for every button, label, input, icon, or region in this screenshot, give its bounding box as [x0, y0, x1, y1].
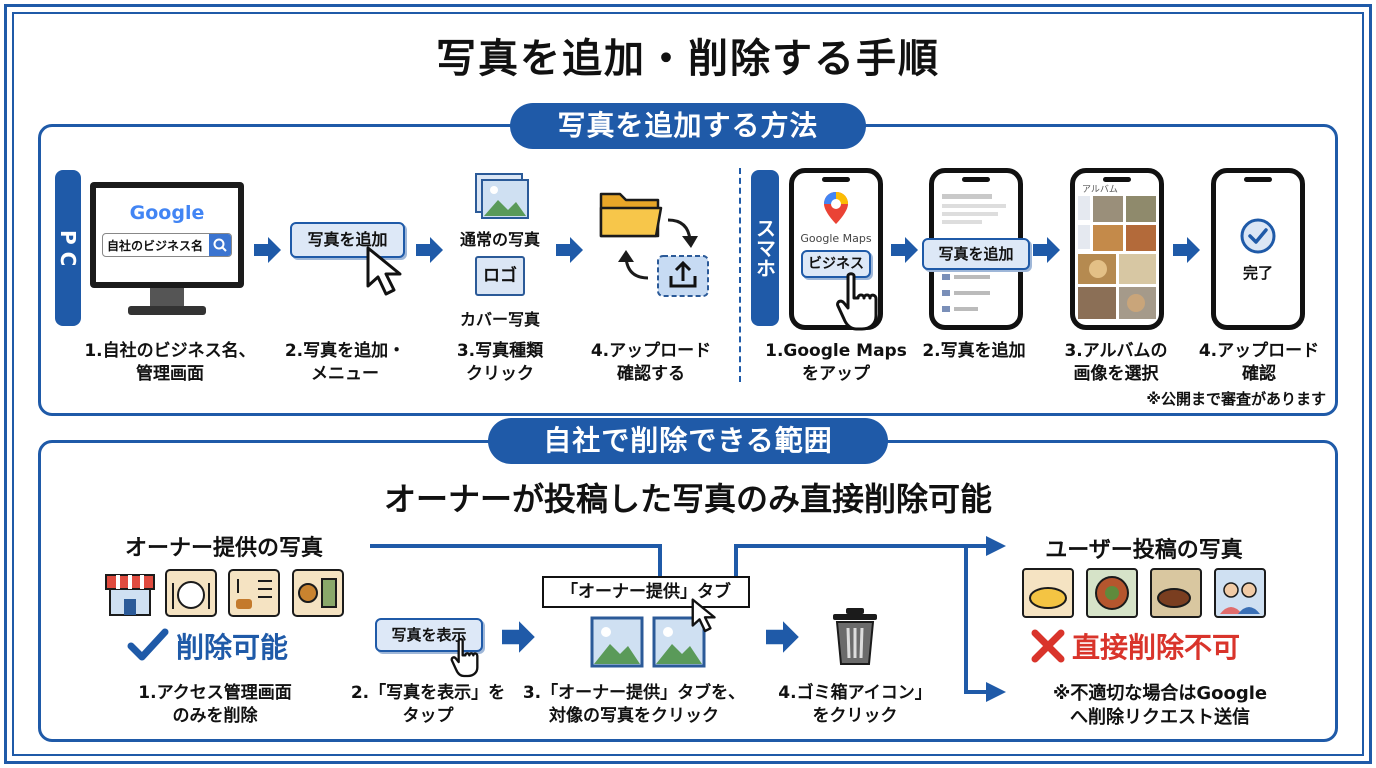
- hand-pointer-icon: [450, 638, 479, 678]
- logo-box[interactable]: ロゴ: [475, 256, 525, 296]
- photo-grid-icon[interactable]: [1078, 196, 1156, 322]
- store-icon: [105, 574, 155, 616]
- show-photo-button[interactable]: 写真を表示: [375, 618, 483, 652]
- delete-step-3: 3.「オーナー提供」タブを、 対像の写真をクリック: [522, 683, 746, 726]
- arrow-right-icon: [502, 621, 535, 653]
- add-section-label: 写真を追加する方法: [510, 103, 866, 149]
- upload-icon[interactable]: [656, 254, 710, 298]
- album-label: アルバム: [1082, 185, 1118, 195]
- arrow-right-icon: [556, 237, 583, 263]
- cursor-icon: [366, 246, 402, 296]
- cursor-icon: [691, 598, 716, 633]
- sp-step-2: 2.写真を追加: [922, 341, 1026, 361]
- arrow-right-icon: [254, 237, 281, 263]
- pc-tab: P C: [55, 170, 81, 326]
- search-text: 自社のビジネス名: [107, 239, 204, 253]
- business-search-box[interactable]: 自社のビジネス名: [102, 233, 232, 257]
- add-photo-button-mobile[interactable]: 写真を追加: [922, 238, 1030, 270]
- folder-icon: [599, 192, 663, 238]
- user-note: ※不適切な場合はGoogle へ削除リクエスト送信: [1052, 683, 1268, 728]
- user-status: 直接削除不可: [1072, 631, 1241, 664]
- delete-headline: オーナーが投稿した写真のみ直接削除可能: [383, 480, 992, 518]
- pc-step-1: 1.自社のビジネス名、 管理画面: [84, 341, 256, 384]
- hand-pointer-icon: [836, 272, 878, 331]
- omelette-photo-icon: [1022, 568, 1074, 618]
- sp-step-4: 4.アップロード 確認: [1198, 341, 1320, 384]
- check-circle-icon: [1240, 218, 1276, 254]
- inner-frame: [12, 12, 1364, 756]
- image-icon: [475, 173, 529, 219]
- review-note: ※公開まで審査があります: [1146, 390, 1326, 408]
- search-icon[interactable]: [209, 234, 231, 256]
- sp-step-1: 1.Google Maps をアップ: [765, 341, 907, 384]
- owner-status: 削除可能: [176, 631, 289, 664]
- bowl-photo-icon: [1086, 568, 1138, 618]
- maps-app-name: Google Maps: [800, 232, 872, 245]
- photo-type-cover[interactable]: カバー写真: [459, 310, 540, 329]
- trash-icon[interactable]: [830, 606, 880, 666]
- people-photo-icon: [1214, 568, 1266, 618]
- arrow-right-icon: [891, 237, 918, 263]
- curved-arrow-icon: [667, 218, 698, 248]
- pc-step-2: 2.写真を追加・ メニュー: [284, 341, 406, 384]
- image-icon[interactable]: [590, 616, 644, 668]
- smartphone-tab: スマホ: [751, 170, 779, 326]
- photo-type-logo: ロゴ: [483, 266, 517, 286]
- outer-frame: [4, 4, 1372, 764]
- delete-step-1: 1.アクセス管理画面 のみを削除: [138, 683, 292, 726]
- menu-icon: [228, 569, 280, 617]
- phone-complete: [1211, 168, 1305, 330]
- section-divider: [739, 168, 741, 382]
- done-label: 完了: [1242, 264, 1273, 282]
- photo-type-normal[interactable]: 通常の写真: [459, 230, 540, 249]
- owner-photos-title: オーナー提供の写真: [124, 536, 323, 561]
- steak-photo-icon: [1150, 568, 1202, 618]
- delete-section-label: 自社で削除できる範囲: [488, 418, 888, 464]
- dish-icon: [165, 569, 217, 617]
- delete-step-2: 2.「写真を表示」を タップ: [350, 683, 506, 726]
- curved-arrow-icon: [618, 250, 649, 280]
- sp-step-3: 3.アルバムの 画像を選択: [1064, 341, 1168, 384]
- pc-step-3: 3.写真種類 クリック: [456, 341, 544, 384]
- page-title: 写真を追加・削除する手順: [436, 36, 940, 82]
- arrow-right-icon: [1173, 237, 1200, 263]
- check-mark-icon: [127, 628, 169, 661]
- arrow-right-icon: [766, 621, 799, 653]
- owner-provided-tab[interactable]: 「オーナー提供」タブ: [542, 576, 750, 608]
- user-photos-title: ユーザー投稿の写真: [1045, 538, 1243, 563]
- arrow-right-icon: [416, 237, 443, 263]
- google-logo: Google: [129, 202, 205, 224]
- arrow-right-icon: [1033, 237, 1060, 263]
- image-icon[interactable]: [652, 616, 706, 668]
- food-menu-icon: [292, 569, 344, 617]
- business-button[interactable]: ビジネス: [801, 250, 871, 278]
- add-photo-button[interactable]: 写真を追加: [290, 222, 405, 258]
- map-pin-icon: [824, 192, 848, 224]
- cross-mark-icon: [1031, 629, 1065, 663]
- pc-step-4: 4.アップロード 確認する: [590, 341, 712, 384]
- delete-step-4: 4.ゴミ箱アイコン」 をクリック: [778, 683, 932, 726]
- list-lines-icon: [942, 194, 1006, 312]
